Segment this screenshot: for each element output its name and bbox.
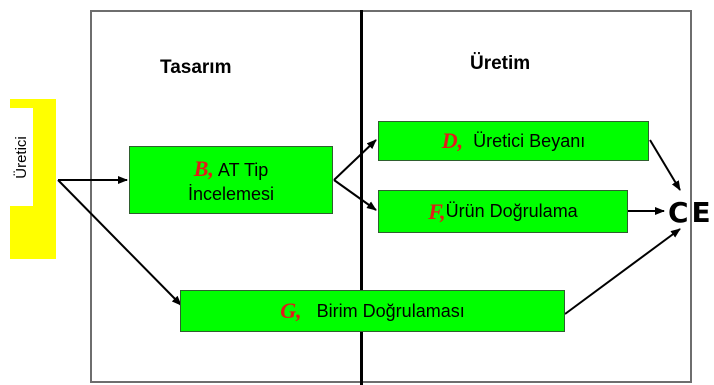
arrow-b-to-f [333, 179, 377, 211]
module-f-letter: F, [428, 198, 446, 224]
module-g-box: G, Birim Doğrulaması [180, 290, 565, 332]
module-b-title: AT Tip [217, 160, 269, 180]
module-b-box: B, AT Tip İncelemesi [129, 146, 333, 214]
design-phase-label: Tasarım [160, 57, 232, 78]
arrow-b-to-d [333, 139, 377, 181]
module-d-letter: D, [441, 128, 464, 153]
module-d-box: D, Üretici Beyanı [378, 121, 649, 161]
module-f-title: Ürün Doğrulama [445, 201, 578, 221]
module-f-box: F, Ürün Doğrulama [378, 190, 628, 233]
module-g-letter: G, [280, 298, 302, 323]
module-b-letter: B, [193, 156, 214, 181]
production-phase-label: Üretim [470, 53, 531, 74]
arrow-manufacturer-to-g [57, 179, 182, 306]
arrow-d-to-ce [649, 139, 681, 191]
manufacturer-label-box: Üretici [10, 108, 33, 206]
phase-divider [360, 10, 363, 385]
module-d-title: Üretici Beyanı [473, 130, 586, 151]
arrow-g-to-ce [564, 228, 681, 315]
module-b-line2: İncelemesi [187, 183, 275, 204]
manufacturer-actor: Üretici [10, 99, 56, 259]
ce-mark-icon: CE [668, 196, 714, 229]
module-b-line1: B, AT Tip [194, 155, 269, 183]
module-g-title: Birim Doğrulaması [316, 300, 465, 321]
